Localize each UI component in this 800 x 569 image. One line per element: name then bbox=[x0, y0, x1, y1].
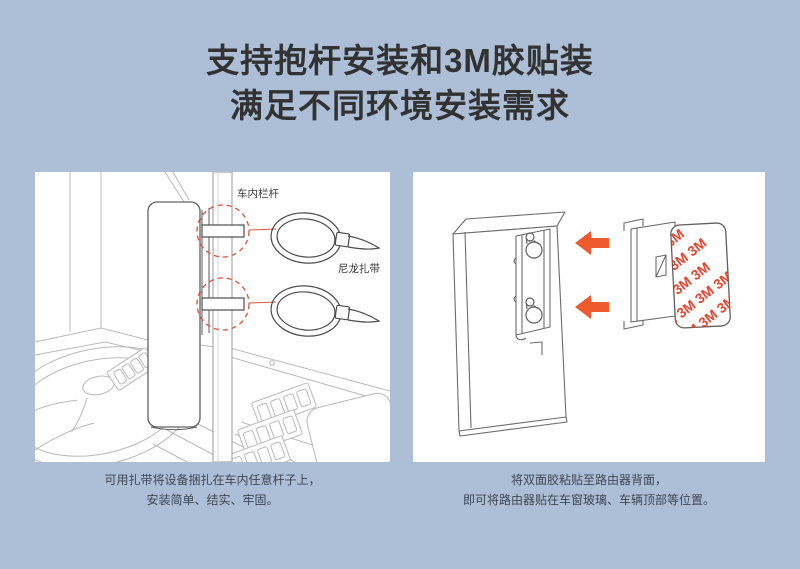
adhesive-mount-caption-line-2: 即可将路由器贴在车窗玻璃、车辆顶部等位置。 bbox=[462, 493, 715, 507]
adhesive-mount-illustration-panel: 3M 3M 3M 3M 3M 3M 3M 3M 3M 3M 3M 3M 3M 3… bbox=[413, 172, 765, 462]
router-back-drawing bbox=[452, 211, 568, 437]
pole-label: 车内栏杆 bbox=[237, 187, 279, 200]
pole-mount-caption: 可用扎带将设备捆扎在车内任意杆子上， 安装简单、结实、牢固。 bbox=[35, 470, 390, 510]
vehicle-pole bbox=[212, 172, 233, 462]
highlight-circle-bottom bbox=[196, 277, 250, 331]
leader-line-top bbox=[248, 228, 277, 231]
dashboard-switch-rows bbox=[225, 382, 317, 462]
corner-mark bbox=[529, 341, 543, 355]
arrow-left-bottom-icon bbox=[575, 295, 609, 319]
zip-tie-bottom bbox=[270, 285, 381, 337]
pad-3m-pattern: 3M 3M 3M 3M 3M 3M 3M 3M 3M 3M 3M 3M 3M 3… bbox=[670, 223, 730, 329]
mount-clip-bracket bbox=[623, 218, 676, 330]
title-line-1: 支持抱杆安装和3M胶贴装 bbox=[206, 42, 594, 79]
pole-mount-drawing: 车内栏杆 尼龙扎带 bbox=[35, 172, 390, 462]
highlight-circle-top bbox=[196, 204, 250, 258]
adhesive-mount-drawing: 3M 3M 3M 3M 3M 3M 3M 3M 3M 3M 3M 3M 3M 3… bbox=[452, 211, 731, 437]
dashboard-tray bbox=[306, 392, 390, 462]
page-title: 支持抱杆安装和3M胶贴装 满足不同环境安装需求 bbox=[0, 38, 800, 128]
keyhole-slots bbox=[525, 232, 543, 324]
mounted-device bbox=[147, 201, 201, 431]
adhesive-mount-caption: 将双面胶粘贴至路由器背面， 即可将路由器贴在车窗玻璃、车辆顶部等位置。 bbox=[413, 470, 765, 510]
highlight-annotations bbox=[196, 204, 277, 331]
mount-rail bbox=[513, 228, 551, 341]
title-line-2: 满足不同环境安装需求 bbox=[230, 87, 570, 124]
zip-tie-label: 尼龙扎带 bbox=[338, 262, 380, 275]
zip-tie-top bbox=[270, 212, 381, 264]
zip-tie-illustrations bbox=[270, 212, 381, 337]
arrow-left-top-icon bbox=[575, 231, 609, 255]
leader-line-bottom bbox=[248, 301, 277, 304]
pole-mount-caption-line-2: 安装简单、结实、牢固。 bbox=[146, 493, 279, 507]
strap-bars bbox=[201, 224, 245, 311]
bus-cabin-line-art bbox=[35, 172, 390, 462]
adhesive-mount-caption-line-1: 将双面胶粘贴至路由器背面， bbox=[510, 473, 667, 487]
pole-mount-illustration-panel: 车内栏杆 尼龙扎带 bbox=[35, 172, 390, 462]
direction-arrows bbox=[575, 231, 609, 319]
steering-column-buttons bbox=[106, 347, 158, 391]
adhesive-pad-3m: 3M 3M 3M 3M 3M 3M 3M 3M 3M 3M 3M 3M 3M 3… bbox=[670, 222, 731, 329]
pole-mount-caption-line-1: 可用扎带将设备捆扎在车内任意杆子上， bbox=[104, 473, 321, 487]
